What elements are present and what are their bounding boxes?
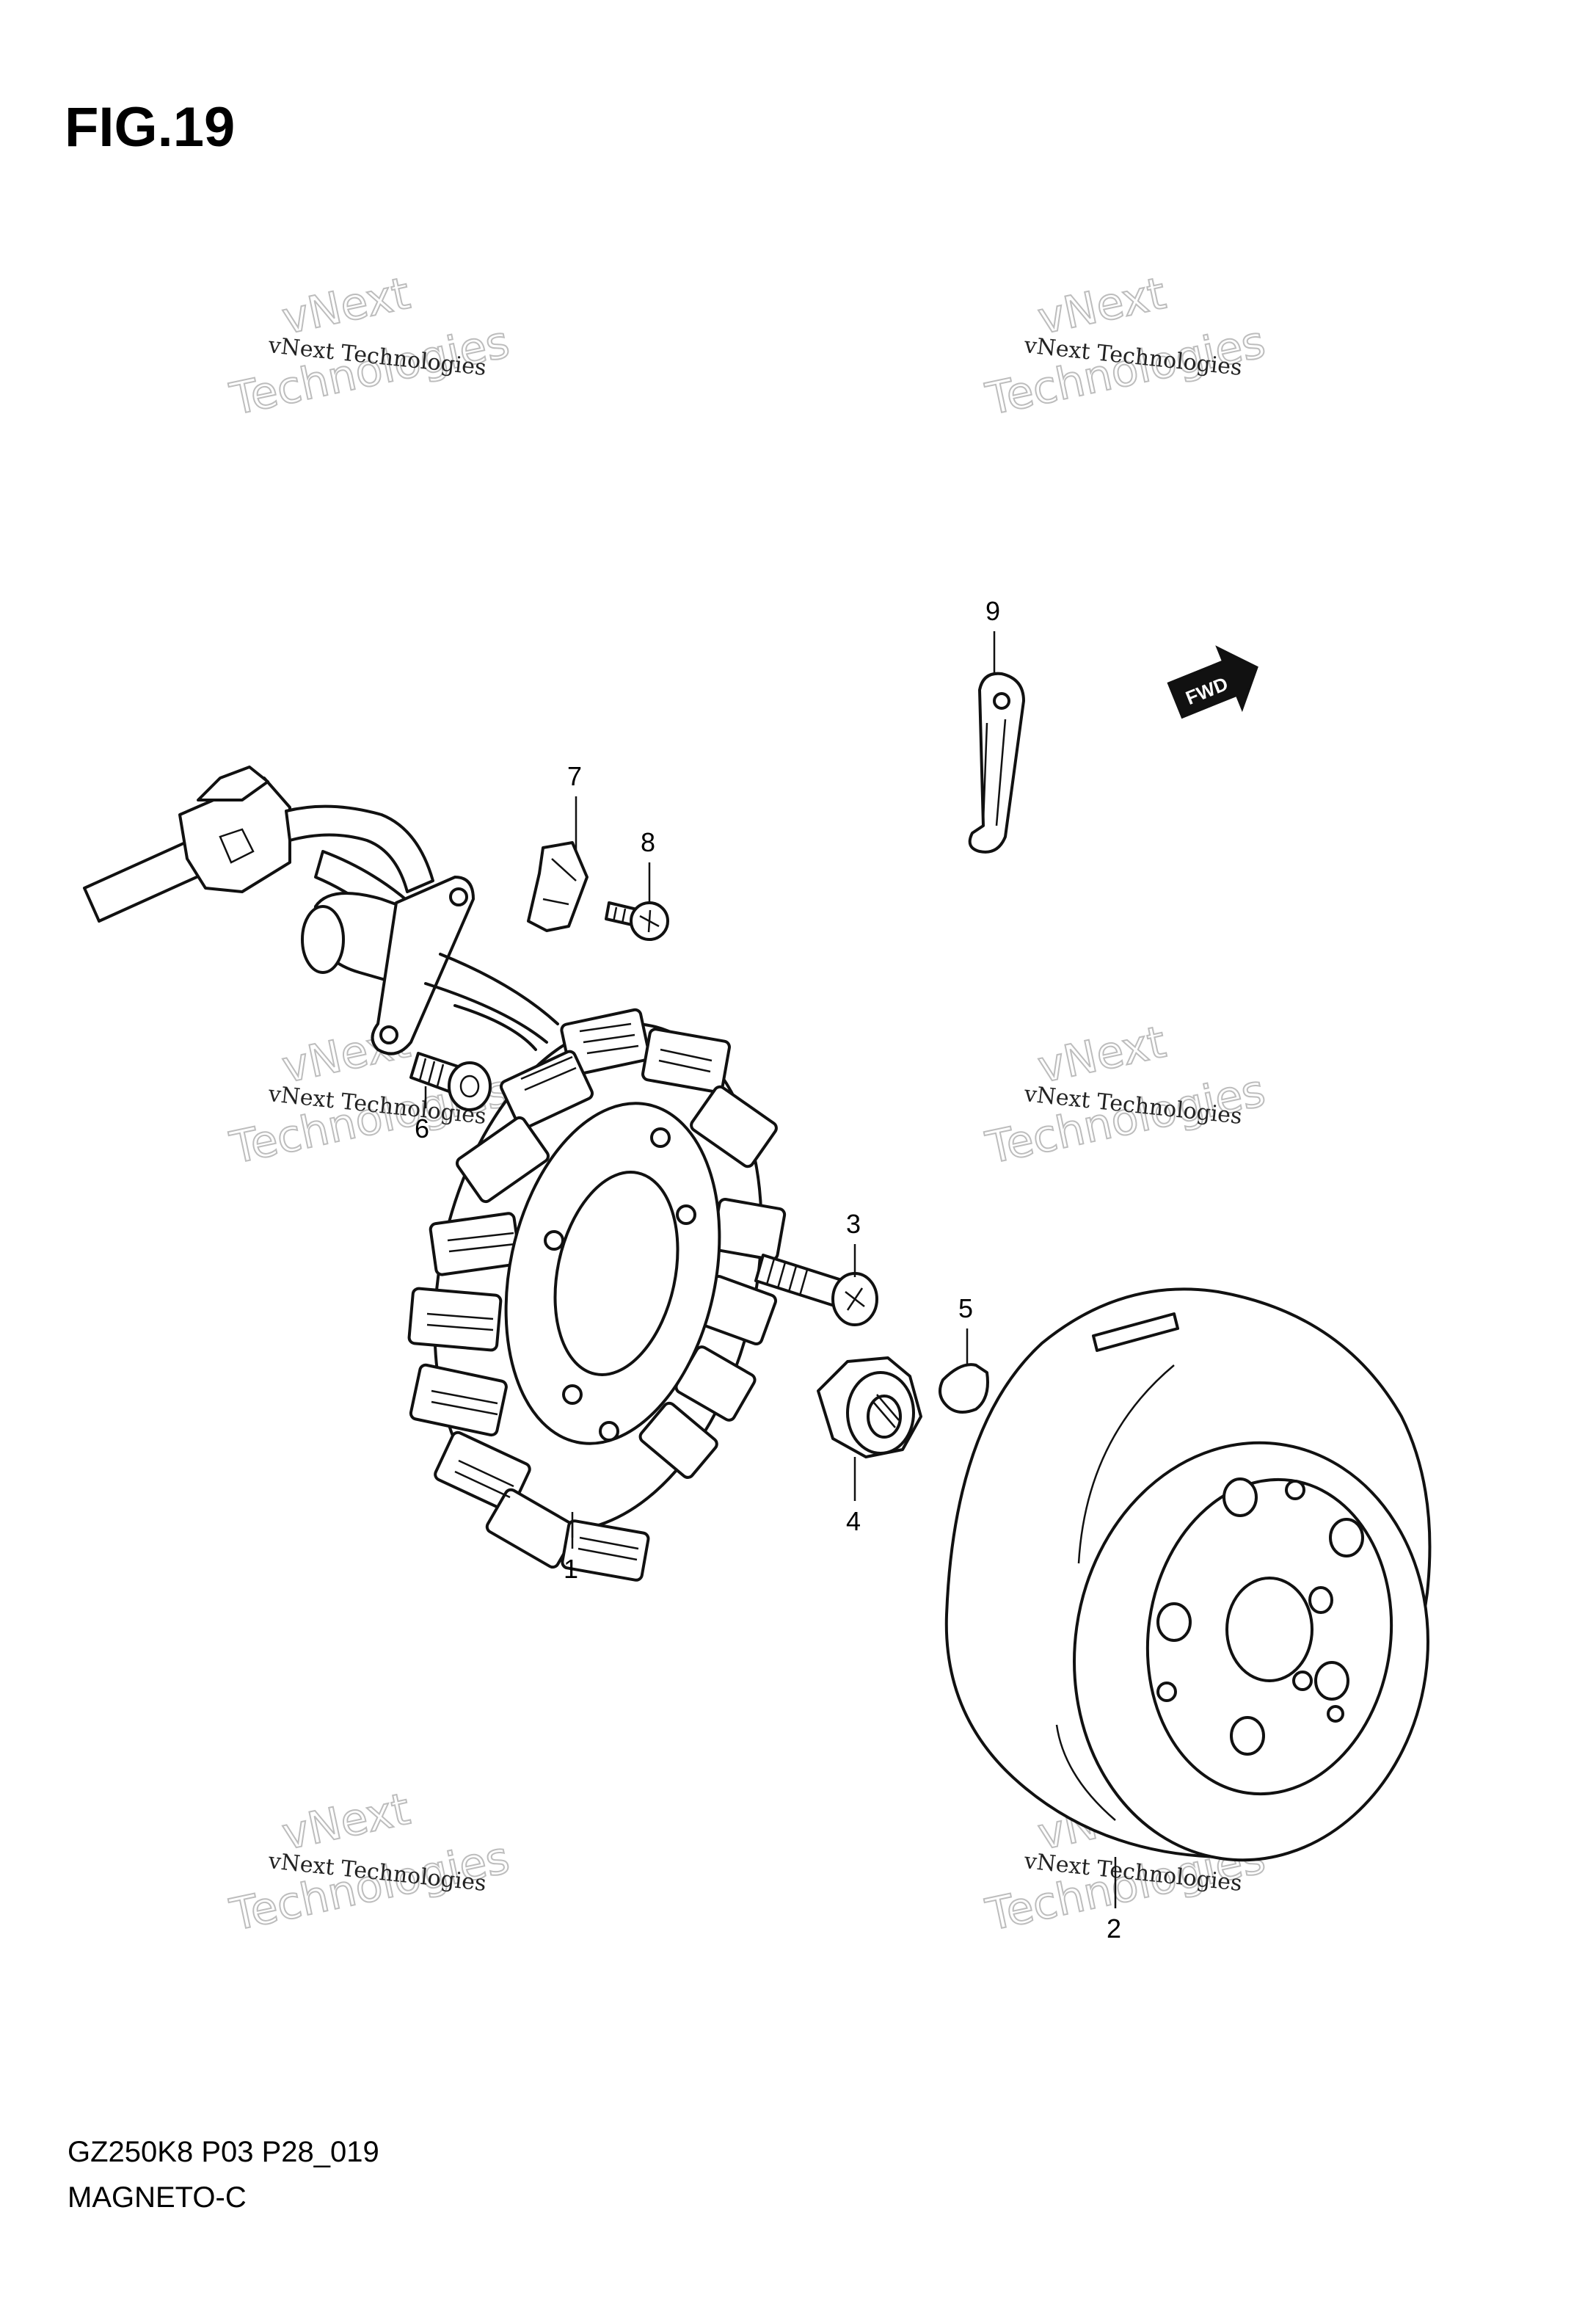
svg-text:4: 4 (846, 1506, 861, 1536)
svg-text:8: 8 (641, 827, 655, 857)
part-6-bolt (409, 1052, 492, 1111)
svg-text:7: 7 (567, 761, 582, 791)
part-7-lead-clamp (527, 841, 589, 932)
fwd-arrow-icon: FWD (1167, 645, 1258, 719)
svg-text:9: 9 (985, 596, 1000, 626)
watermark-middle-right: vNext Technologies vNext Technologies (981, 1016, 1271, 1175)
part-5-key (939, 1363, 989, 1414)
svg-text:1: 1 (564, 1554, 578, 1584)
part-2-rotor (944, 1287, 1432, 1862)
callout-7: 7 (567, 761, 582, 851)
part-3-bolt (754, 1254, 878, 1326)
callout-1: 1 (564, 1512, 578, 1584)
svg-text:vNext: vNext (278, 1784, 415, 1861)
part-9-wire-clamp (968, 672, 1025, 854)
svg-text:5: 5 (958, 1293, 973, 1323)
part-4-nut (817, 1356, 922, 1458)
callout-6: 6 (415, 1086, 429, 1144)
watermark-top-left: vNext Technologies vNext Technologies (225, 267, 515, 426)
callout-3: 3 (846, 1209, 861, 1277)
figure-title: FIG.19 (65, 96, 236, 159)
diagram-name: MAGNETO-C (68, 2181, 247, 2214)
svg-text:vNext: vNext (278, 268, 415, 345)
callout-2: 2 (1107, 1857, 1121, 1944)
callout-8: 8 (641, 827, 655, 903)
wire-harness-connector (83, 766, 559, 1055)
svg-text:6: 6 (415, 1113, 429, 1144)
callout-4: 4 (846, 1457, 861, 1536)
diagram-code: GZ250K8 P03 P28_019 (68, 2136, 379, 2168)
watermark-top-right: vNext Technologies vNext Technologies (981, 267, 1271, 426)
svg-text:3: 3 (846, 1209, 861, 1239)
part-1-stator (407, 1008, 787, 1582)
part-8-screw (605, 901, 669, 941)
callout-5: 5 (958, 1293, 973, 1365)
svg-text:2: 2 (1107, 1913, 1121, 1944)
svg-text:vNext: vNext (1034, 1017, 1170, 1094)
watermark-bottom-left: vNext Technologies vNext Technologies (225, 1783, 515, 1942)
callout-9: 9 (985, 596, 1000, 675)
svg-text:vNext: vNext (1034, 268, 1170, 345)
